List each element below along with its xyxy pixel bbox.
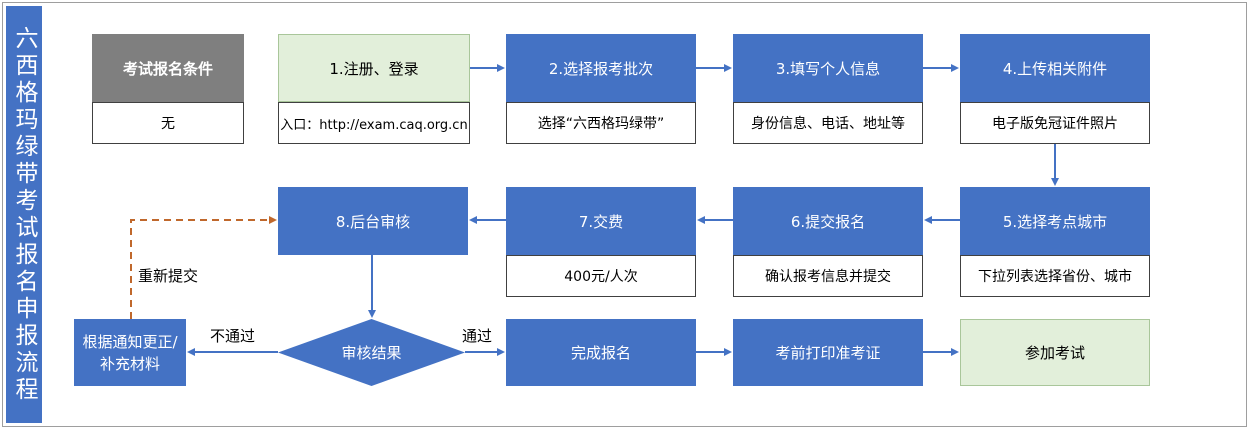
step-4-title: 4.上传相关附件	[960, 34, 1150, 102]
arrow-resubmit	[130, 216, 277, 319]
step-2-detail: 选择“六西格玛绿带”	[506, 102, 696, 144]
step-3-detail: 身份信息、电话、地址等	[733, 102, 923, 144]
step-5-title: 5.选择考点城市	[960, 187, 1150, 255]
step-6-detail: 确认报考信息并提交	[733, 255, 923, 297]
step-4-detail: 电子版免冠证件照片	[960, 102, 1150, 144]
review-result-diamond: 审核结果	[278, 319, 465, 386]
step-7-title: 7.交费	[506, 187, 696, 255]
step-3-title: 3.填写个人信息	[733, 34, 923, 102]
fail-label: 不通过	[210, 327, 256, 345]
conditions-title: 考试报名条件	[92, 34, 244, 102]
step-6-title: 6.提交报名	[733, 187, 923, 255]
step-5-detail: 下拉列表选择省份、城市	[960, 255, 1150, 297]
step-2-title: 2.选择报考批次	[506, 34, 696, 102]
step-8-title: 8.后台审核	[278, 187, 468, 255]
step-1-title: 1.注册、登录	[278, 34, 470, 102]
conditions-detail: 无	[92, 102, 244, 144]
review-result-label: 审核结果	[341, 344, 402, 362]
resubmit-label: 重新提交	[138, 267, 199, 285]
attend-exam-box: 参加考试	[960, 319, 1150, 386]
sidebar-title: 六西格玛绿带考试报名申报流程	[6, 6, 42, 423]
step-7-detail: 400元/人次	[506, 255, 696, 297]
pass-label: 通过	[462, 327, 493, 345]
diamond-shape	[278, 319, 465, 386]
step-1-detail: 入口：http://exam.caq.org.cn	[278, 102, 470, 144]
correct-materials-box: 根据通知更正/补充材料	[74, 319, 186, 386]
print-ticket-box: 考前打印准考证	[733, 319, 923, 386]
complete-registration-box: 完成报名	[506, 319, 696, 386]
